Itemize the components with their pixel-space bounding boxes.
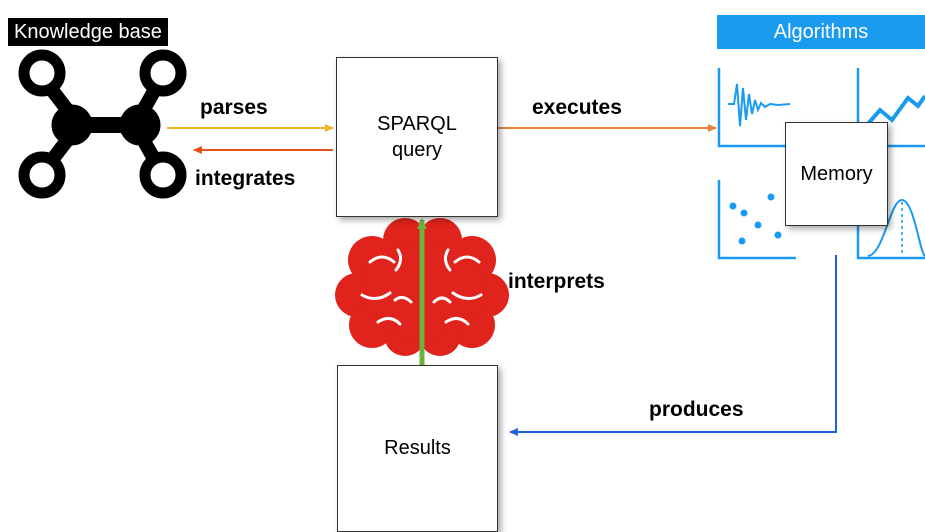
graph-network-icon [18,49,187,199]
parses-label: parses [200,96,268,119]
query-label: query [391,139,442,161]
produces-arrow [509,255,837,436]
memory-label: Memory [800,162,873,185]
executes-label: executes [532,96,622,119]
interprets-label: interprets [508,270,605,293]
results-label: Results [384,437,451,459]
sparql-label: SPARQL [377,113,457,135]
brain-icon [335,218,509,356]
algorithms-title: Algorithms [717,15,925,49]
diagram-canvas [18,49,925,436]
knowledge-base-title: Knowledge base [8,18,168,46]
scatter-plot-icon [717,180,796,260]
results-box: Results [337,365,498,532]
sparql-query-box: SPARQL query [336,57,498,217]
integrates-label: integrates [195,167,296,190]
memory-box: Memory [785,122,888,226]
produces-label: produces [649,398,744,421]
decaying-wave-icon [717,68,796,148]
algorithm-panels [717,68,925,260]
